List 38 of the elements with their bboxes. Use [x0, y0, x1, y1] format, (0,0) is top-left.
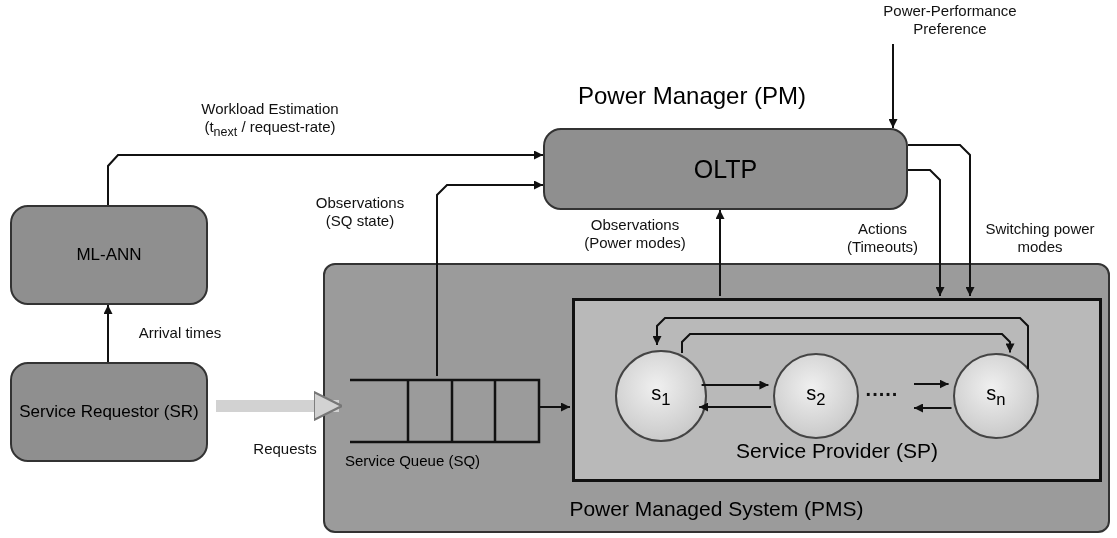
edge-label: Requests	[252, 440, 318, 458]
block-arrow	[216, 390, 343, 422]
queue-label: Service Queue (SQ)	[345, 452, 481, 469]
box-label: ML-ANN	[76, 244, 142, 266]
ellipsis-label: .....	[864, 380, 900, 398]
panel-title: Service Provider (SP)	[735, 439, 939, 463]
state-label: s$_{n}$	[986, 382, 1006, 410]
arrow	[907, 169, 945, 297]
edge-label: Switching power modes	[985, 220, 1095, 256]
arrow	[436, 180, 544, 377]
arrow	[681, 333, 1015, 355]
arrow	[107, 150, 544, 206]
box-label: OLTP	[693, 154, 758, 184]
edge-label: Arrival times	[137, 324, 223, 342]
arrow	[715, 209, 725, 297]
manager-title: Power Manager (PM)	[578, 82, 807, 110]
edge-label: Power-Performance Preference	[882, 2, 1018, 38]
edge-label: Workload Estimation (t$_{next}$ / request-rate)	[200, 100, 340, 141]
arrow	[913, 379, 950, 389]
process-box	[10, 362, 208, 462]
process-box	[10, 205, 208, 305]
arrow	[103, 304, 113, 363]
arrow	[652, 317, 1029, 371]
box-label: Service Requestor (SR)	[19, 401, 199, 423]
arrow	[888, 43, 898, 129]
state-label: s$_{2}$	[806, 382, 826, 410]
edge-label: Actions (Timeouts)	[845, 220, 920, 256]
arrow	[698, 402, 773, 412]
arrow	[907, 144, 975, 297]
system-panel	[323, 263, 1110, 533]
panel-title: Power Managed System (PMS)	[568, 497, 865, 521]
edge-label: Observations (SQ state)	[314, 194, 406, 230]
state-label: s$_{1}$	[651, 382, 671, 410]
arrow	[913, 403, 953, 413]
provider-panel	[572, 298, 1102, 482]
arrow	[537, 402, 571, 412]
arrow	[700, 380, 770, 390]
edge-label: Observations (Power modes)	[583, 216, 687, 252]
